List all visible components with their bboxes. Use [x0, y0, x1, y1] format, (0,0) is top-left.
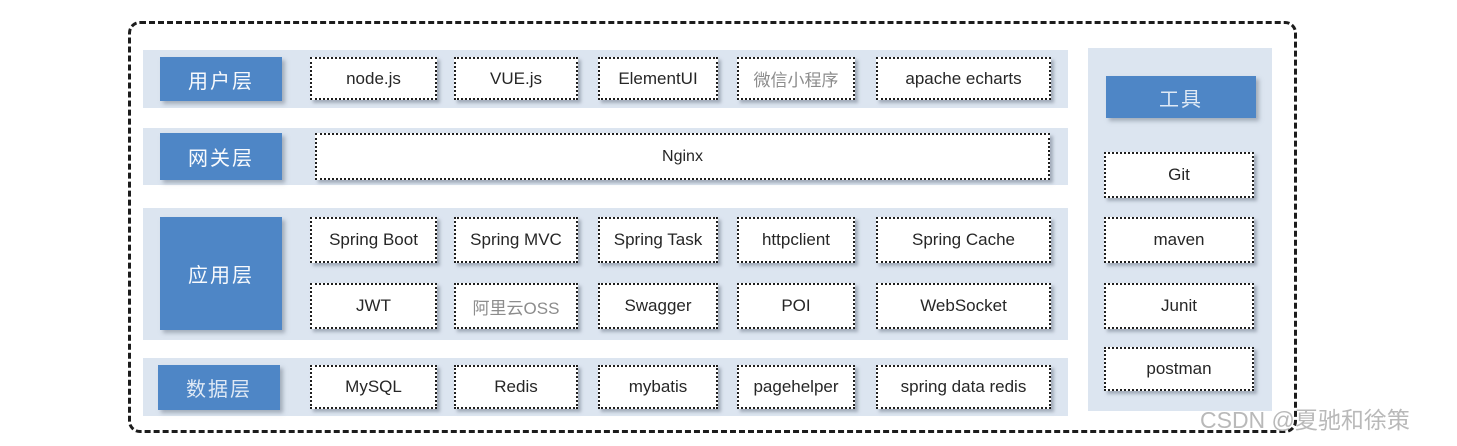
box-redis: Redis — [454, 365, 578, 409]
layer-band-gateway: 网关层 Nginx — [143, 128, 1068, 185]
box-aliyun-oss: 阿里云OSS — [454, 283, 578, 329]
box-spring-data-redis: spring data redis — [876, 365, 1051, 409]
box-mybatis: mybatis — [598, 365, 718, 409]
tool-box-junit: Junit — [1104, 283, 1254, 329]
tool-box-postman: postman — [1104, 347, 1254, 391]
box-wechat-miniprogram: 微信小程序 — [737, 57, 855, 100]
layer-band-user: 用户层 node.js VUE.js ElementUI 微信小程序 apach… — [143, 50, 1068, 108]
tool-box-maven: maven — [1104, 217, 1254, 263]
box-spring-task: Spring Task — [598, 217, 718, 263]
box-mysql: MySQL — [310, 365, 437, 409]
box-jwt: JWT — [310, 283, 437, 329]
diagram-dashed-border — [128, 21, 1297, 433]
box-nginx: Nginx — [315, 133, 1050, 180]
tools-column: 工具 Git maven Junit postman — [1088, 48, 1272, 411]
layer-band-application: 应用层 Spring Boot Spring MVC Spring Task h… — [143, 208, 1068, 340]
box-websocket: WebSocket — [876, 283, 1051, 329]
box-nodejs: node.js — [310, 57, 437, 100]
box-swagger: Swagger — [598, 283, 718, 329]
box-spring-cache: Spring Cache — [876, 217, 1051, 263]
box-poi: POI — [737, 283, 855, 329]
gateway-layer-label: 网关层 — [160, 133, 282, 180]
tool-box-git: Git — [1104, 152, 1254, 198]
application-layer-label: 应用层 — [160, 217, 282, 330]
box-vuejs: VUE.js — [454, 57, 578, 100]
box-httpclient: httpclient — [737, 217, 855, 263]
box-apache-echarts: apache echarts — [876, 57, 1051, 100]
box-elementui: ElementUI — [598, 57, 718, 100]
box-spring-boot: Spring Boot — [310, 217, 437, 263]
layer-band-data: 数据层 MySQL Redis mybatis pagehelper sprin… — [143, 358, 1068, 416]
csdn-watermark: CSDN @夏驰和徐策 — [1200, 407, 1410, 433]
data-layer-label: 数据层 — [158, 365, 280, 410]
box-pagehelper: pagehelper — [737, 365, 855, 409]
user-layer-label: 用户层 — [160, 57, 282, 101]
tools-header: 工具 — [1106, 76, 1256, 118]
box-spring-mvc: Spring MVC — [454, 217, 578, 263]
